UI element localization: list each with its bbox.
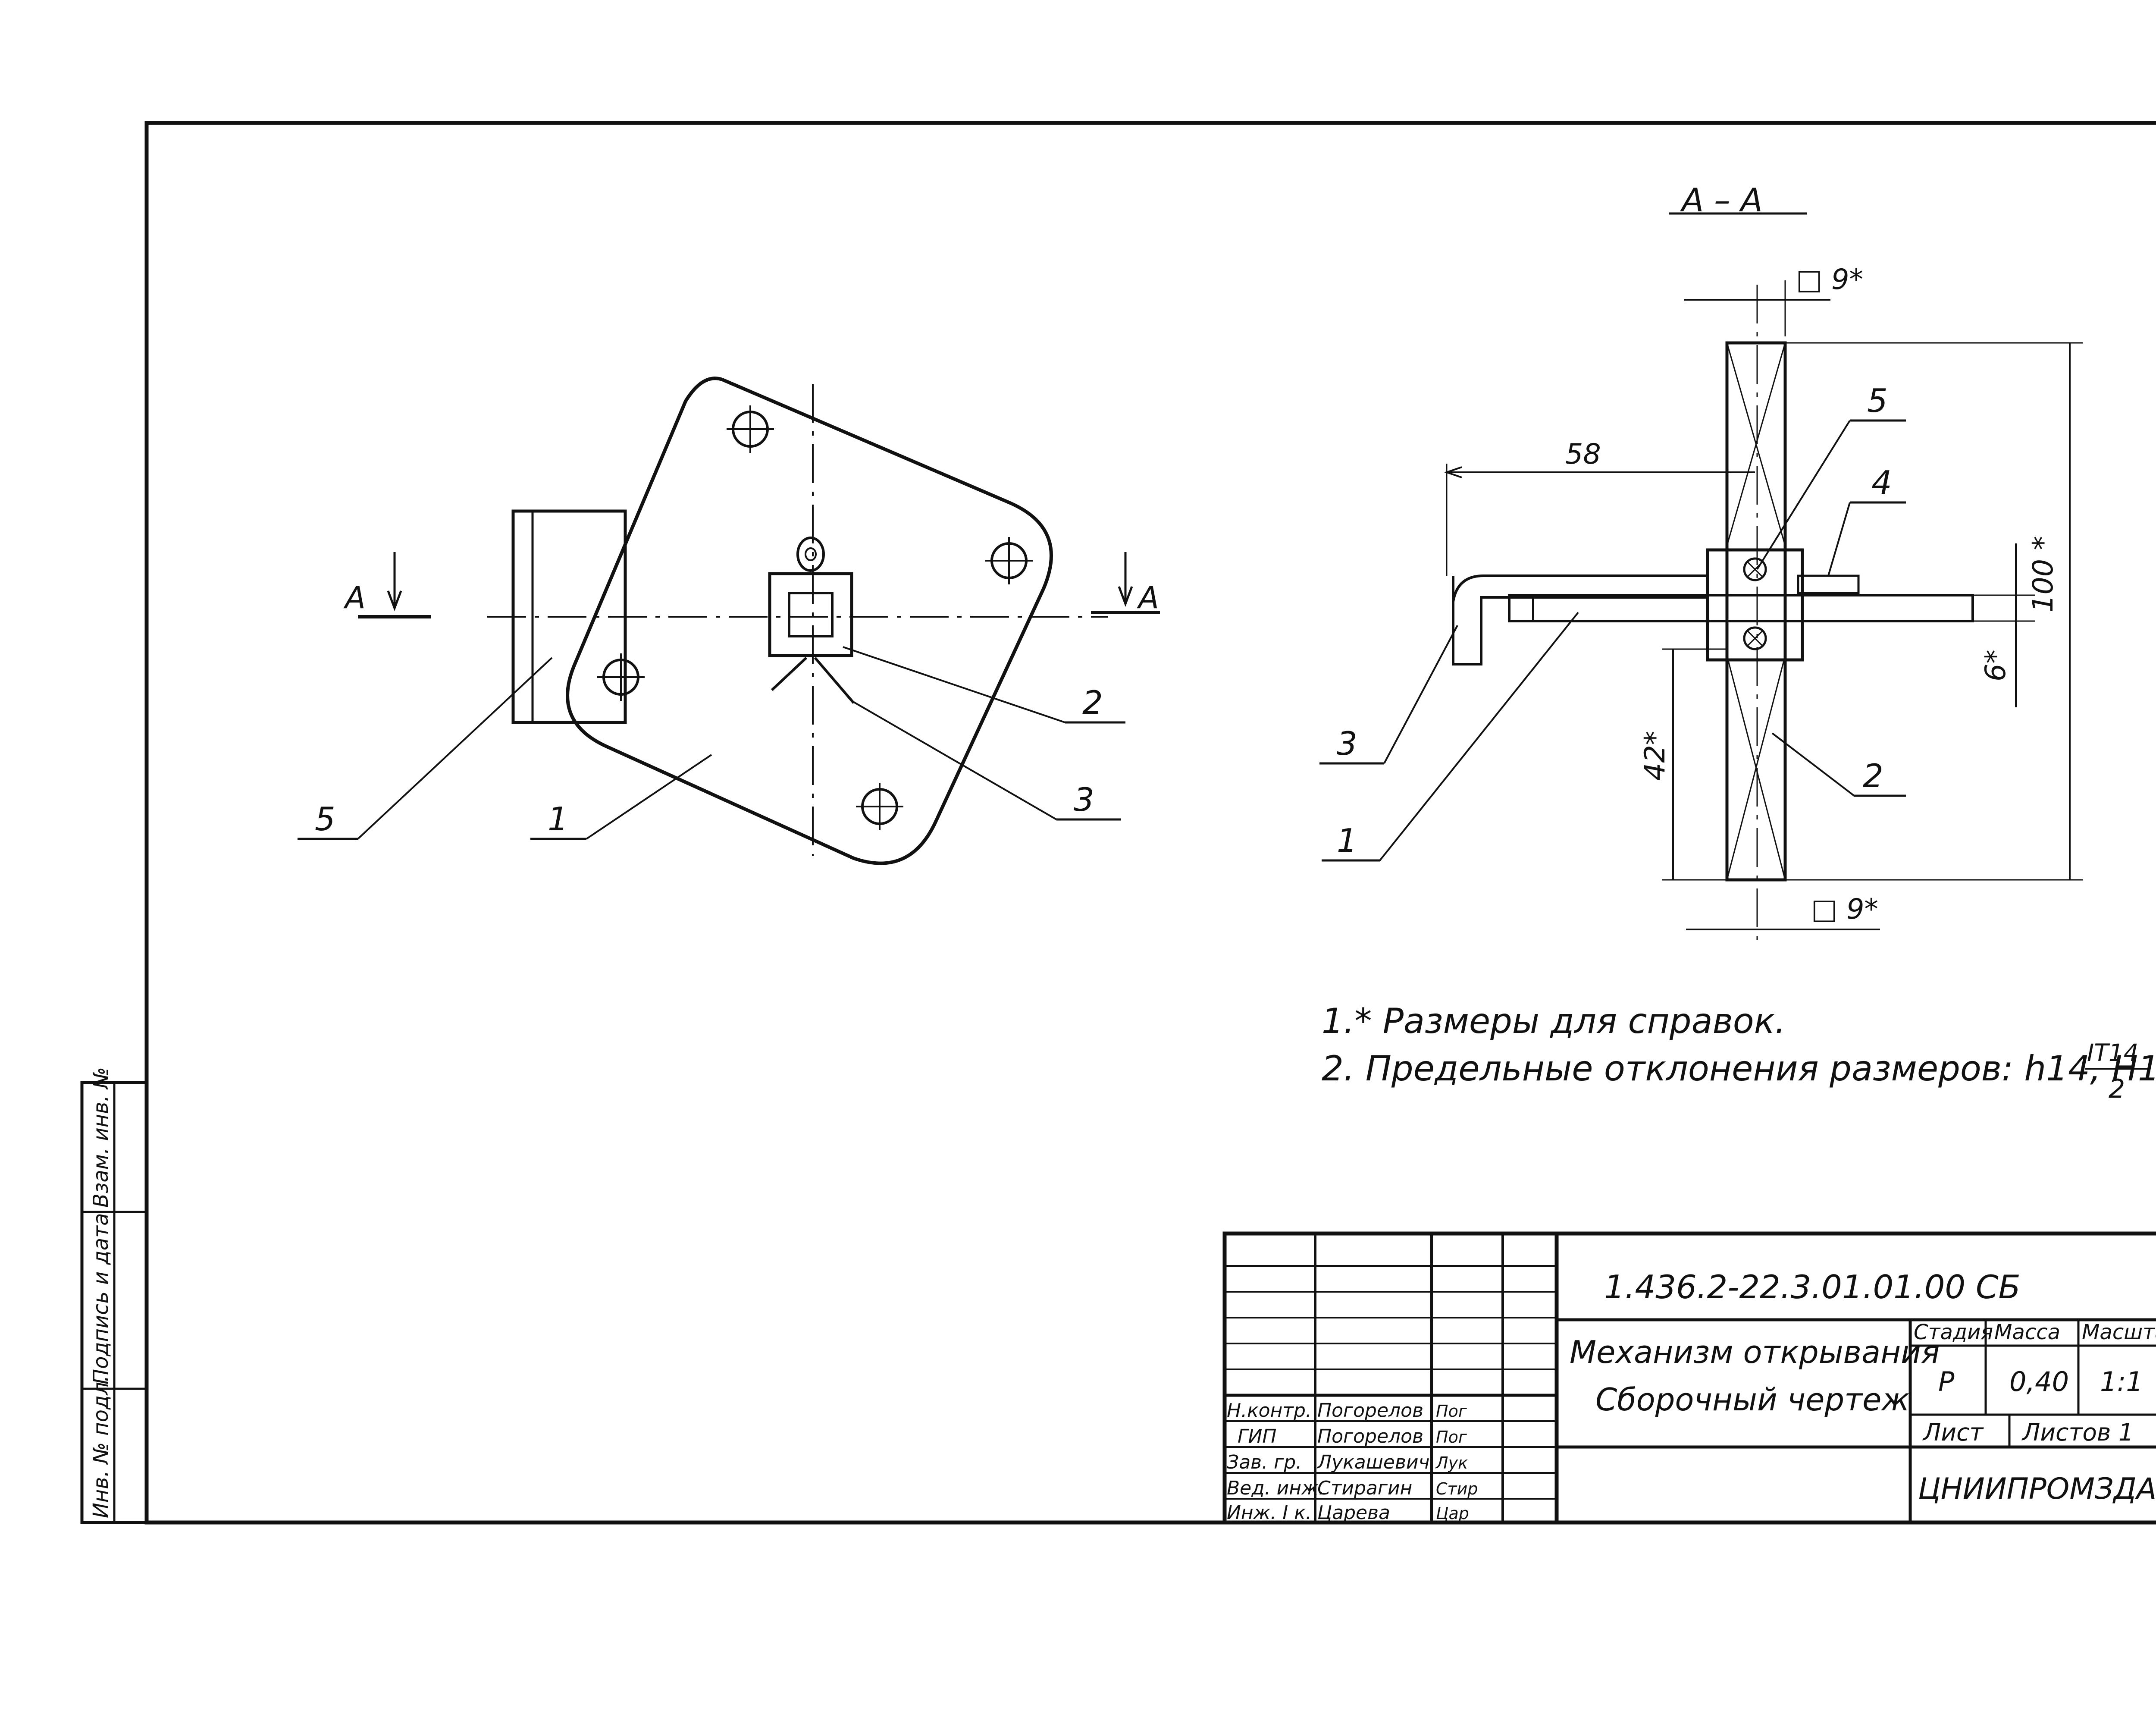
- dimension-top: □ 9*: [1684, 264, 1863, 336]
- svg-text:А: А: [1137, 580, 1159, 615]
- fraction-denominator: 2: [2109, 1074, 2125, 1104]
- section-view: А – А: [1319, 181, 2083, 949]
- svg-text:3: 3: [1074, 781, 1094, 819]
- svg-text:6*: 6*: [1980, 650, 2012, 681]
- stage-value: Р: [1938, 1366, 1955, 1397]
- callout-4-section: 4: [1827, 464, 1906, 576]
- dimension-100: 100 *: [1785, 342, 2083, 881]
- block-part-2: [768, 572, 853, 657]
- signature: Цар: [1436, 1504, 1469, 1523]
- callout-2-section: 2: [1771, 732, 1906, 797]
- callout-2: 2: [843, 646, 1125, 724]
- callout-1-section: 1: [1322, 612, 1579, 862]
- section-mark-right: А: [1091, 552, 1160, 615]
- svg-text:5: 5: [1867, 382, 1888, 420]
- signature: Стир: [1436, 1479, 1478, 1498]
- svg-text:58: 58: [1565, 438, 1601, 471]
- svg-text:□ 9*: □ 9*: [1811, 893, 1878, 926]
- sign-role: Вед. инж.: [1227, 1477, 1325, 1499]
- sheet-label: Лист: [1922, 1419, 1984, 1446]
- mass-value: 0,40: [2009, 1366, 2069, 1397]
- title-line-1: Механизм открывания: [1570, 1334, 1940, 1370]
- svg-text:□ 9*: □ 9*: [1796, 264, 1863, 296]
- washer-part-4: [1797, 574, 1860, 594]
- fraction-numerator: IT14: [2087, 1039, 2139, 1067]
- callout-3-section: 3: [1319, 625, 1458, 765]
- signature: Пог: [1436, 1428, 1467, 1447]
- svg-text:42*: 42*: [1639, 731, 1671, 781]
- svg-text:1: 1: [1337, 822, 1357, 860]
- sign-role: Зав. гр.: [1227, 1451, 1302, 1473]
- svg-text:3: 3: [1337, 725, 1357, 763]
- stage-header: Стадия: [1914, 1320, 1993, 1344]
- svg-text:100 *: 100 *: [2027, 536, 2059, 612]
- note-2: 2. Предельные отклонения размеров: h14, …: [1322, 1048, 2156, 1089]
- angle-part-3-section: [1452, 574, 1709, 665]
- sign-name: Лукашевич: [1316, 1451, 1430, 1473]
- callout-1: 1: [530, 754, 712, 840]
- svg-text:А: А: [343, 580, 366, 615]
- bolt-hole: [856, 783, 903, 830]
- sign-name: Погорелов: [1317, 1425, 1423, 1447]
- stamp-replaced-inv: Взам. инв. №: [89, 1067, 113, 1208]
- organization: ЦНИИПРОМЗДАНИЙ: [1918, 1472, 2156, 1506]
- scale-header: Масштаб: [2082, 1320, 2156, 1344]
- sign-name: Царева: [1317, 1502, 1390, 1524]
- dimension-6: 6*: [1973, 543, 2035, 707]
- title-line-2: Сборочный чертеж: [1595, 1381, 1909, 1418]
- stamp-signature-date: Подпись и дата: [89, 1213, 113, 1384]
- designation: 1.436.2-22.3.01.01.00 СБ: [1604, 1268, 2021, 1306]
- svg-text:5: 5: [315, 800, 335, 838]
- bolt-hole: [727, 405, 774, 453]
- callout-5-section: 5: [1756, 382, 1906, 570]
- pins-part-5: [1743, 557, 1767, 650]
- section-mark-left: А: [343, 552, 431, 618]
- stamp-inv-original: Инв. № подл.: [89, 1375, 113, 1518]
- dimension-bottom: □ 9*: [1686, 893, 1880, 930]
- plate-part-1-section: [1508, 594, 1974, 622]
- sign-role: ГИП: [1238, 1425, 1277, 1447]
- drawing-frame: [144, 121, 2156, 1525]
- dimension-58: 58: [1444, 438, 1755, 576]
- signature: Пог: [1436, 1402, 1467, 1421]
- sign-name: Стирагин: [1317, 1477, 1412, 1499]
- sign-role: Инж. I к.: [1227, 1502, 1312, 1524]
- plan-view: А А 5 1 2 3: [298, 377, 1160, 865]
- mass-header: Масса: [1994, 1320, 2060, 1344]
- block-part-2-section: [1706, 548, 1804, 662]
- title-block: 1.436.2-22.3.01.01.00 СБ Механизм открыв…: [1222, 1231, 2156, 1525]
- side-stamp: Взам. инв. № Подпись и дата Инв. № подл.: [80, 1067, 148, 1524]
- svg-text:2: 2: [1082, 684, 1103, 722]
- svg-text:1: 1: [548, 800, 568, 838]
- bolt-hole: [985, 537, 1033, 584]
- bar-part-2: [1725, 341, 1787, 882]
- sheets-label: Листов 1: [2021, 1419, 2134, 1446]
- plate-part-1: [566, 377, 1053, 865]
- notes: 1.* Размеры для справок. 2. Предельные о…: [1322, 1001, 2156, 1104]
- callout-5: 3: [851, 700, 1121, 821]
- bolt-hole: [597, 653, 645, 701]
- svg-text:4: 4: [1871, 464, 1892, 502]
- note-1: 1.* Размеры для справок.: [1322, 1001, 1786, 1041]
- sign-name: Погорелов: [1317, 1400, 1423, 1422]
- signature: Лук: [1435, 1453, 1468, 1472]
- dimension-42: 42*: [1639, 648, 1727, 881]
- sign-role: Н.контр.: [1227, 1400, 1312, 1422]
- cotter-pin-part-5: [771, 537, 855, 704]
- scale-value: 1:1: [2100, 1366, 2143, 1397]
- callout-3: 5: [298, 657, 553, 840]
- svg-text:2: 2: [1863, 757, 1883, 795]
